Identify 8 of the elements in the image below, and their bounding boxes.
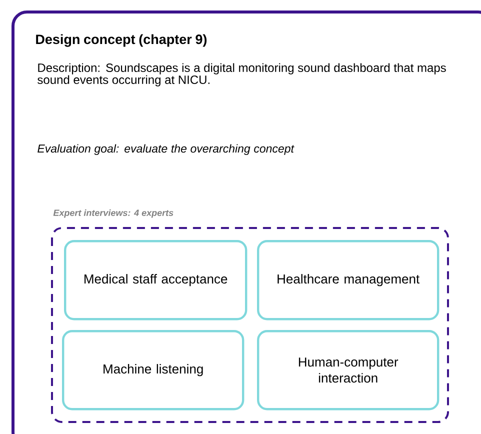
group-heading: Expert interviews: 4 experts [53, 209, 174, 218]
goal-text: Evaluation goal: evaluate the overarching concept [38, 144, 294, 155]
topic-box: Medical staff acceptance [64, 240, 248, 320]
topic-box: Human-computer interaction [257, 330, 440, 410]
topic-box: Healthcare management [257, 240, 440, 320]
topic-box: Machine listening [62, 330, 244, 410]
description-text: Description: Soundscapes is a digital monitoring sound dashboard that maps sound events occurring at NICU. [38, 63, 446, 86]
heading: Design concept (chapter 9) [36, 34, 207, 47]
